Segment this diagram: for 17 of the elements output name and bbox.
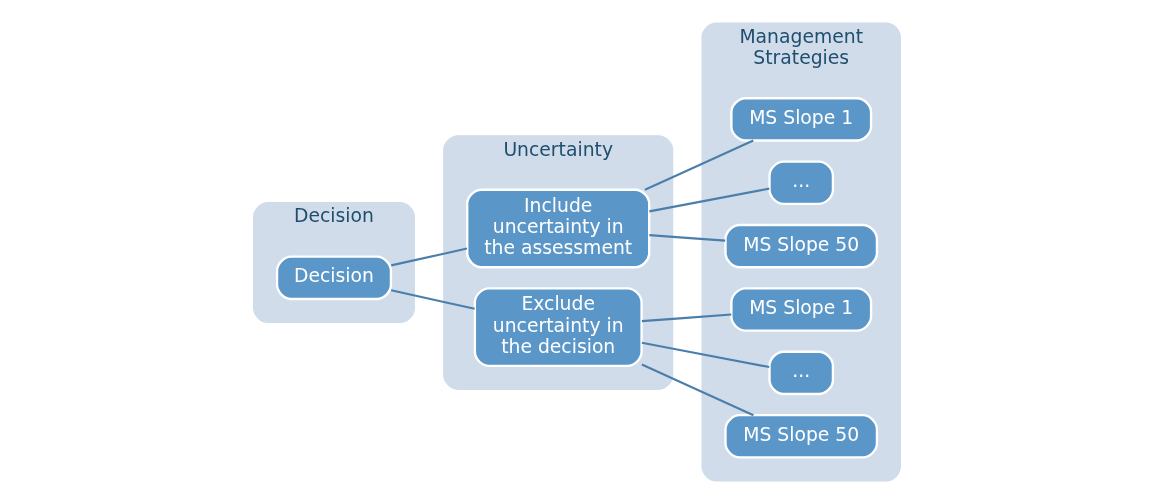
node-box: Decision — [275, 255, 392, 300]
connector — [641, 341, 769, 368]
node-box: MS Slope 1 — [729, 96, 872, 142]
connector — [641, 313, 731, 322]
node-box: Exclude uncertainty in the decision — [473, 286, 643, 367]
connector — [648, 233, 725, 242]
node-box: ... — [767, 159, 834, 205]
node-box: ... — [767, 350, 834, 395]
connector — [640, 363, 754, 416]
node-box: Include uncertainty in the assessment — [465, 188, 650, 268]
connector — [390, 288, 475, 310]
node-box: MS Slope 1 — [729, 286, 872, 332]
connector — [648, 187, 769, 212]
connector — [390, 247, 467, 266]
node-box: MS Slope 50 — [723, 223, 878, 268]
connector — [643, 139, 754, 191]
node-box: MS Slope 50 — [723, 413, 878, 459]
